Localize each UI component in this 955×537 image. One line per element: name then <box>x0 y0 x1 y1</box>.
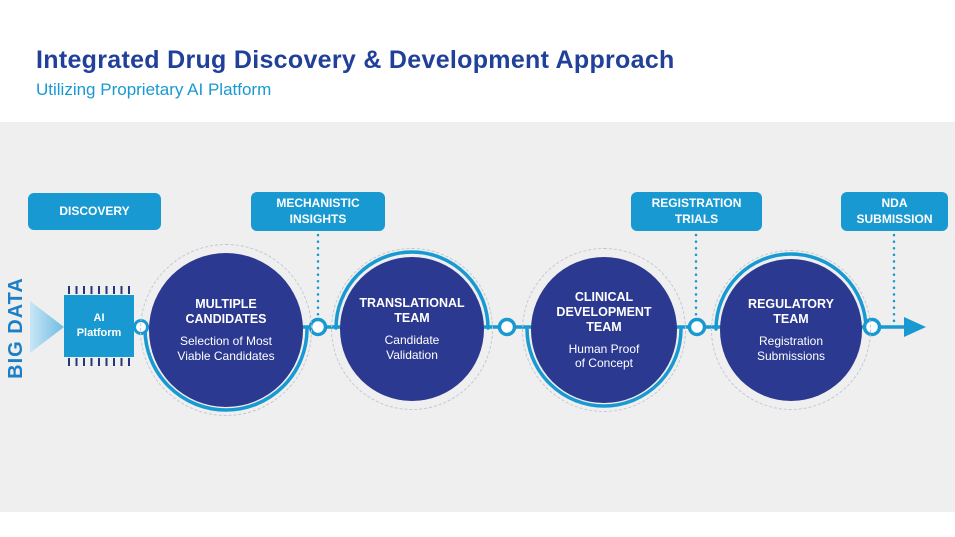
stage-title: REGULATORY TEAM <box>748 297 834 327</box>
node-icon <box>687 317 707 337</box>
stage-title: CLINICAL DEVELOPMENT TEAM <box>556 289 652 334</box>
stage-multiple-candidates: MULTIPLE CANDIDATES Selection of Most Vi… <box>140 244 312 416</box>
timeline-arrowhead-icon <box>904 317 926 337</box>
stage-title: MULTIPLE CANDIDATES <box>185 297 267 327</box>
node-icon <box>308 317 328 337</box>
stage-translational-team: TRANSLATIONAL TEAM Candidate Validation <box>331 248 493 410</box>
page-title: Integrated Drug Discovery & Development … <box>36 46 675 74</box>
chip-pins-icon <box>68 286 130 366</box>
big-data-label: BIG DATA <box>5 277 27 379</box>
stage-subtitle: Registration Submissions <box>756 334 826 363</box>
node-icon <box>497 317 517 337</box>
page-subtitle: Utilizing Proprietary AI Platform <box>36 80 272 99</box>
stage-subtitle: Selection of Most Viable Candidates <box>177 334 275 363</box>
stage-clinical-development-team: CLINICAL DEVELOPMENT TEAM Human Proof of… <box>522 248 686 412</box>
tag-mechanistic-insights: MECHANISTIC INSIGHTS <box>251 192 385 231</box>
big-data-arrow-icon <box>30 301 64 353</box>
ai-platform-chip: AI Platform <box>64 295 134 357</box>
tag-discovery: DISCOVERY <box>28 193 161 230</box>
stage-title: TRANSLATIONAL TEAM <box>359 296 465 326</box>
tag-registration-trials: REGISTRATION TRIALS <box>631 192 762 231</box>
stage-regulatory-team: REGULATORY TEAM Registration Submissions <box>711 250 871 410</box>
stage-subtitle: Human Proof of Concept <box>568 341 640 370</box>
tag-nda-submission: NDA SUBMISSION <box>841 192 948 231</box>
stage-subtitle: Candidate Validation <box>384 333 440 362</box>
